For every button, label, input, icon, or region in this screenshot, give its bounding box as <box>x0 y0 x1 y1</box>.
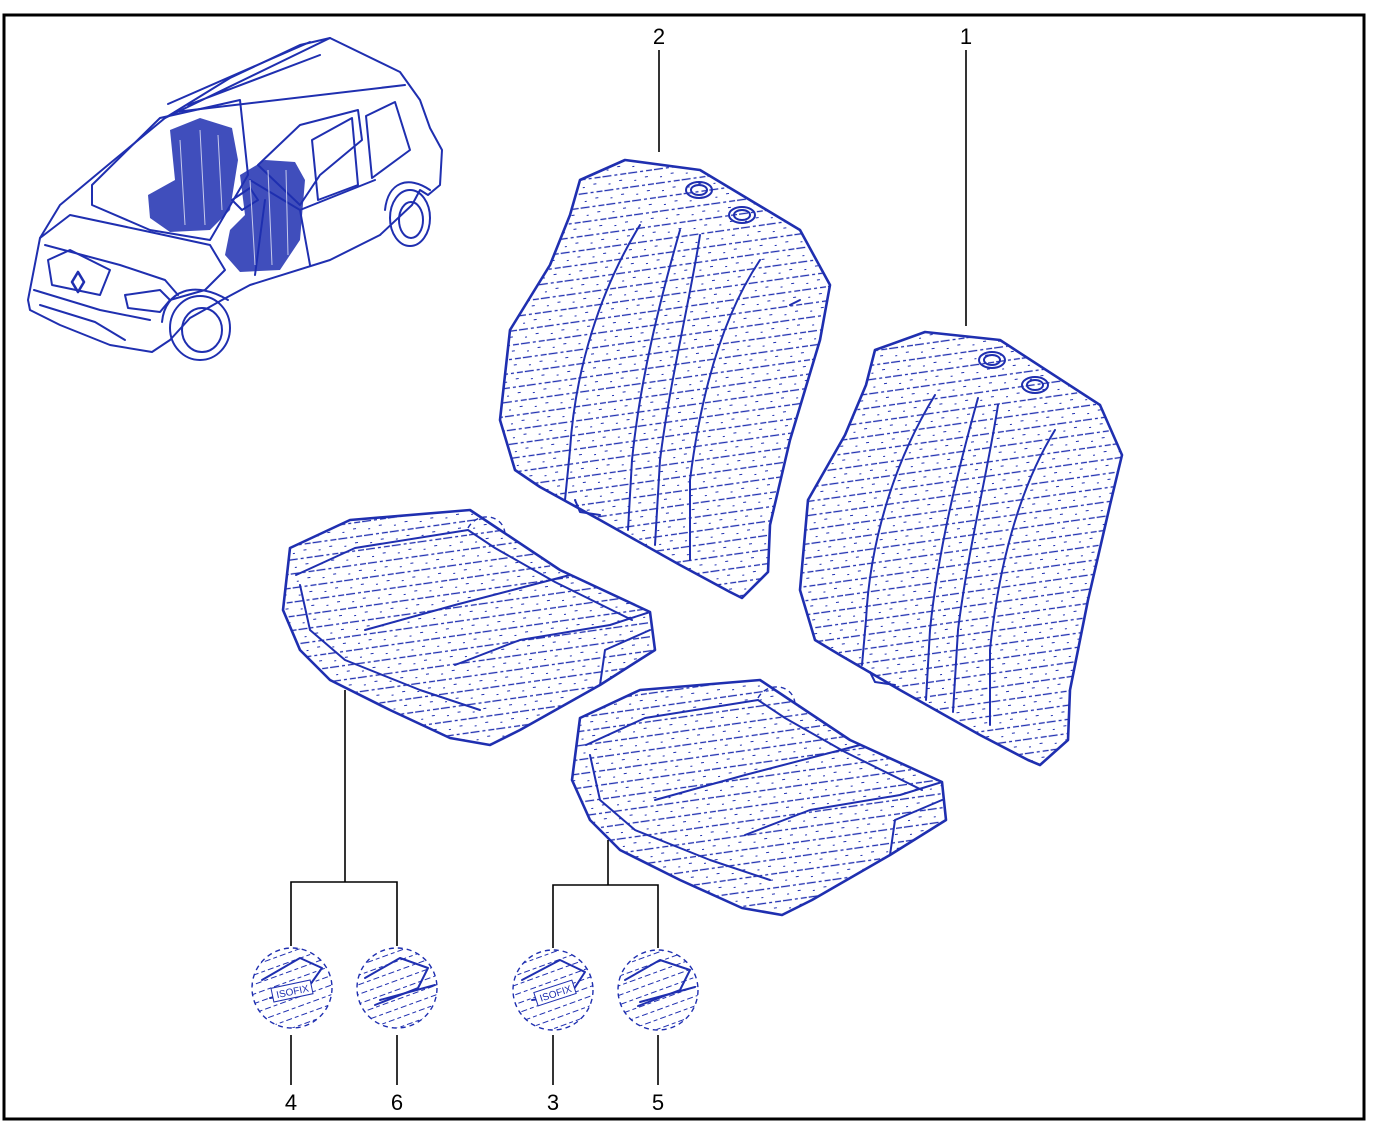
callout-6: 6 <box>391 1090 403 1115</box>
callout-1: 1 <box>960 24 972 49</box>
detail-patch-3: ISOFIX <box>512 949 594 1031</box>
seat-back-cover-left <box>498 158 832 600</box>
callout-2: 2 <box>653 24 665 49</box>
detail-patch-6 <box>356 947 438 1029</box>
leader-lines <box>290 50 967 1085</box>
vehicle-overview-icon <box>27 37 443 361</box>
callout-4: 4 <box>285 1090 297 1115</box>
seat-cushion-cover-right <box>570 678 948 917</box>
callout-3: 3 <box>547 1090 559 1115</box>
detail-patch-4: ISOFIX <box>251 947 333 1029</box>
seat-back-cover-right <box>798 330 1124 767</box>
diagram-frame <box>2 13 1366 1121</box>
callout-5: 5 <box>652 1090 664 1115</box>
seat-cushion-cover-left <box>281 508 657 747</box>
detail-patch-5 <box>617 949 699 1031</box>
